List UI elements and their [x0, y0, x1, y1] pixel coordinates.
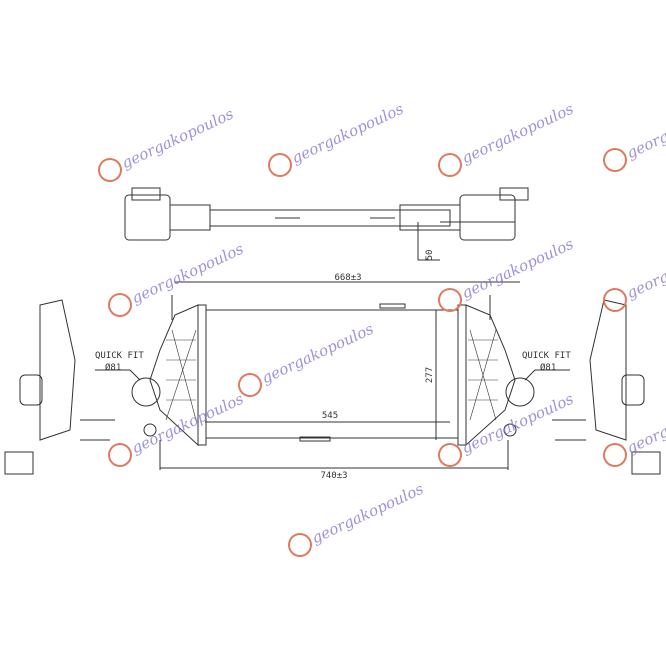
svg-text:georgakopoulos: georgakopoulos	[259, 320, 377, 388]
svg-text:georgakopoulos: georgakopoulos	[624, 95, 666, 163]
svg-text:georgakopoulos: georgakopoulos	[119, 105, 237, 173]
left-tank	[131, 295, 199, 447]
watermark-logo: georgakopoulos	[108, 240, 247, 317]
watermark-logo: georgakopoulos	[288, 480, 427, 557]
left-fit-label: QUICK FIT	[95, 351, 144, 361]
watermark-logo: georgakopoulos	[438, 390, 577, 467]
svg-text:georgakopoulos: georgakopoulos	[309, 480, 427, 548]
left-fit-diameter: Ø81	[105, 362, 121, 373]
right-fit-label: QUICK FIT	[522, 351, 571, 361]
svg-text:georgakopoulos: georgakopoulos	[624, 390, 666, 458]
dim-core-width: 545	[322, 411, 338, 421]
right-side-view	[552, 299, 661, 475]
watermark-logo: georgakopoulos	[268, 100, 407, 177]
dim-hose-offset: 50	[425, 250, 435, 261]
watermark-logo: georgakopoulos	[438, 235, 577, 312]
svg-text:georgakopoulos: georgakopoulos	[459, 100, 577, 168]
watermark-logo: georgakopoulos	[603, 95, 666, 172]
watermark-logo: georgakopoulos	[238, 320, 377, 397]
right-fit-diameter: Ø81	[540, 362, 556, 373]
right-tank	[465, 295, 535, 447]
dim-height: 277	[425, 367, 435, 383]
left-side-view	[4, 299, 115, 475]
dim-top-width: 668±3	[334, 273, 361, 283]
watermark-logo: georgakopoulos	[603, 235, 666, 312]
svg-text:georgakopoulos: georgakopoulos	[289, 100, 407, 168]
svg-text:georgakopoulos: georgakopoulos	[459, 235, 577, 303]
watermark-logo: georgakopoulos	[438, 100, 577, 177]
watermark-logo: georgakopoulos	[98, 105, 237, 182]
dim-bottom-width: 740±3	[320, 471, 347, 481]
watermarks: georgakopoulos georgakopoulos georgakopo…	[98, 95, 666, 557]
svg-text:georgakopoulos: georgakopoulos	[624, 235, 666, 303]
top-hose	[124, 187, 529, 261]
watermark-logo: georgakopoulos	[603, 390, 666, 467]
svg-text:georgakopoulos: georgakopoulos	[129, 240, 247, 308]
